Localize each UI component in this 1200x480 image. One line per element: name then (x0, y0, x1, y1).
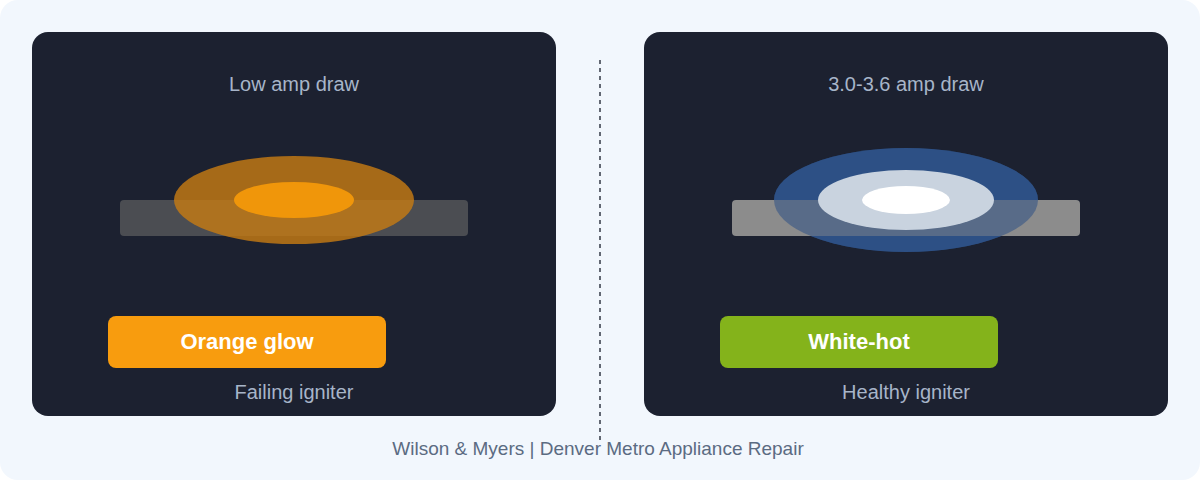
glow-outer (774, 148, 1038, 252)
panel-caption: Healthy igniter (644, 380, 1168, 404)
status-badge: Orange glow (108, 316, 386, 368)
glow-outer (774, 148, 1038, 252)
glow-outer (174, 156, 414, 244)
comparison-panel: 3.0-3.6 amp drawHealthy igniter White-hot (644, 32, 1168, 416)
badge-label: Orange glow (180, 329, 313, 355)
panel-heading: 3.0-3.6 amp draw (644, 72, 1168, 96)
badge-label: White-hot (808, 329, 909, 355)
divider-line (599, 60, 601, 440)
glow-core (862, 186, 950, 214)
glow-mid (818, 170, 994, 230)
panel-caption: Failing igniter (32, 380, 556, 404)
comparison-panel: Low amp drawFailing igniter Orange glow (32, 32, 556, 416)
panel-heading: Low amp draw (32, 72, 556, 96)
glow-core (234, 182, 354, 218)
status-badge: White-hot (720, 316, 998, 368)
footer-credit: Wilson & Myers | Denver Metro Appliance … (392, 437, 803, 461)
